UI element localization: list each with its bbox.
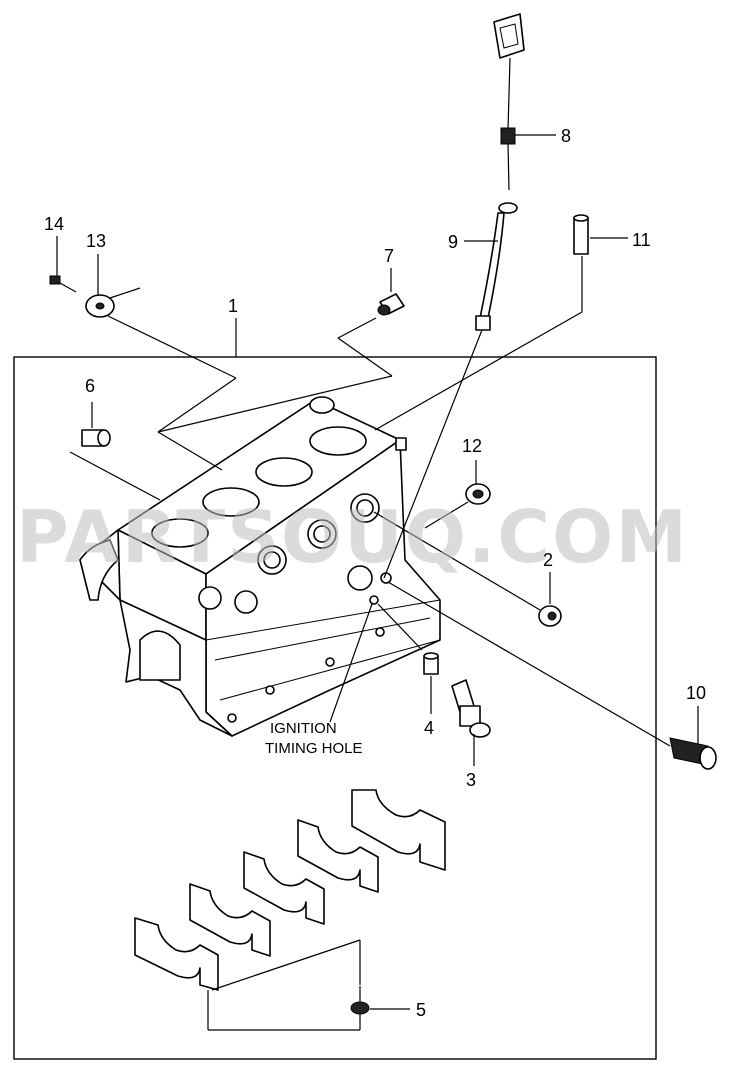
bush (387, 581, 717, 770)
sleeve (374, 214, 628, 431)
oil-level-gauge-tube (383, 202, 518, 579)
note-ignition: IGNITION (270, 720, 337, 737)
plug-7 (157, 268, 405, 471)
callout-7: 7 (384, 246, 394, 266)
timing-hole-bolt (377, 603, 491, 766)
callout-12: 12 (462, 436, 482, 456)
callout-3: 3 (466, 770, 476, 790)
sensor-grommet (49, 236, 237, 433)
callout-14: 14 (44, 214, 64, 234)
plug-6 (69, 402, 161, 501)
callout-10: 10 (686, 683, 706, 703)
callout-5: 5 (416, 1000, 426, 1020)
callout-8: 8 (561, 126, 571, 146)
main-bearing-caps (134, 789, 446, 1031)
assembly-frame (13, 356, 657, 1060)
note-timing-hole: TIMING HOLE (265, 740, 363, 757)
timing-hole-leader (329, 603, 373, 723)
callout-9: 9 (448, 232, 458, 252)
callout-11: 11 (632, 230, 651, 250)
cap-bolt (350, 986, 410, 1015)
plug-2 (373, 511, 562, 627)
cylinder-block (79, 396, 441, 737)
callout-4: 4 (424, 718, 434, 738)
callout-2: 2 (543, 550, 553, 570)
oil-level-gauge (493, 13, 556, 191)
callout-1: 1 (228, 296, 238, 316)
watermark-text: PARTSOUQ.COM (16, 495, 689, 579)
plug-12 (424, 460, 491, 529)
callout-13: 13 (86, 231, 106, 251)
callout-6: 6 (85, 376, 95, 396)
